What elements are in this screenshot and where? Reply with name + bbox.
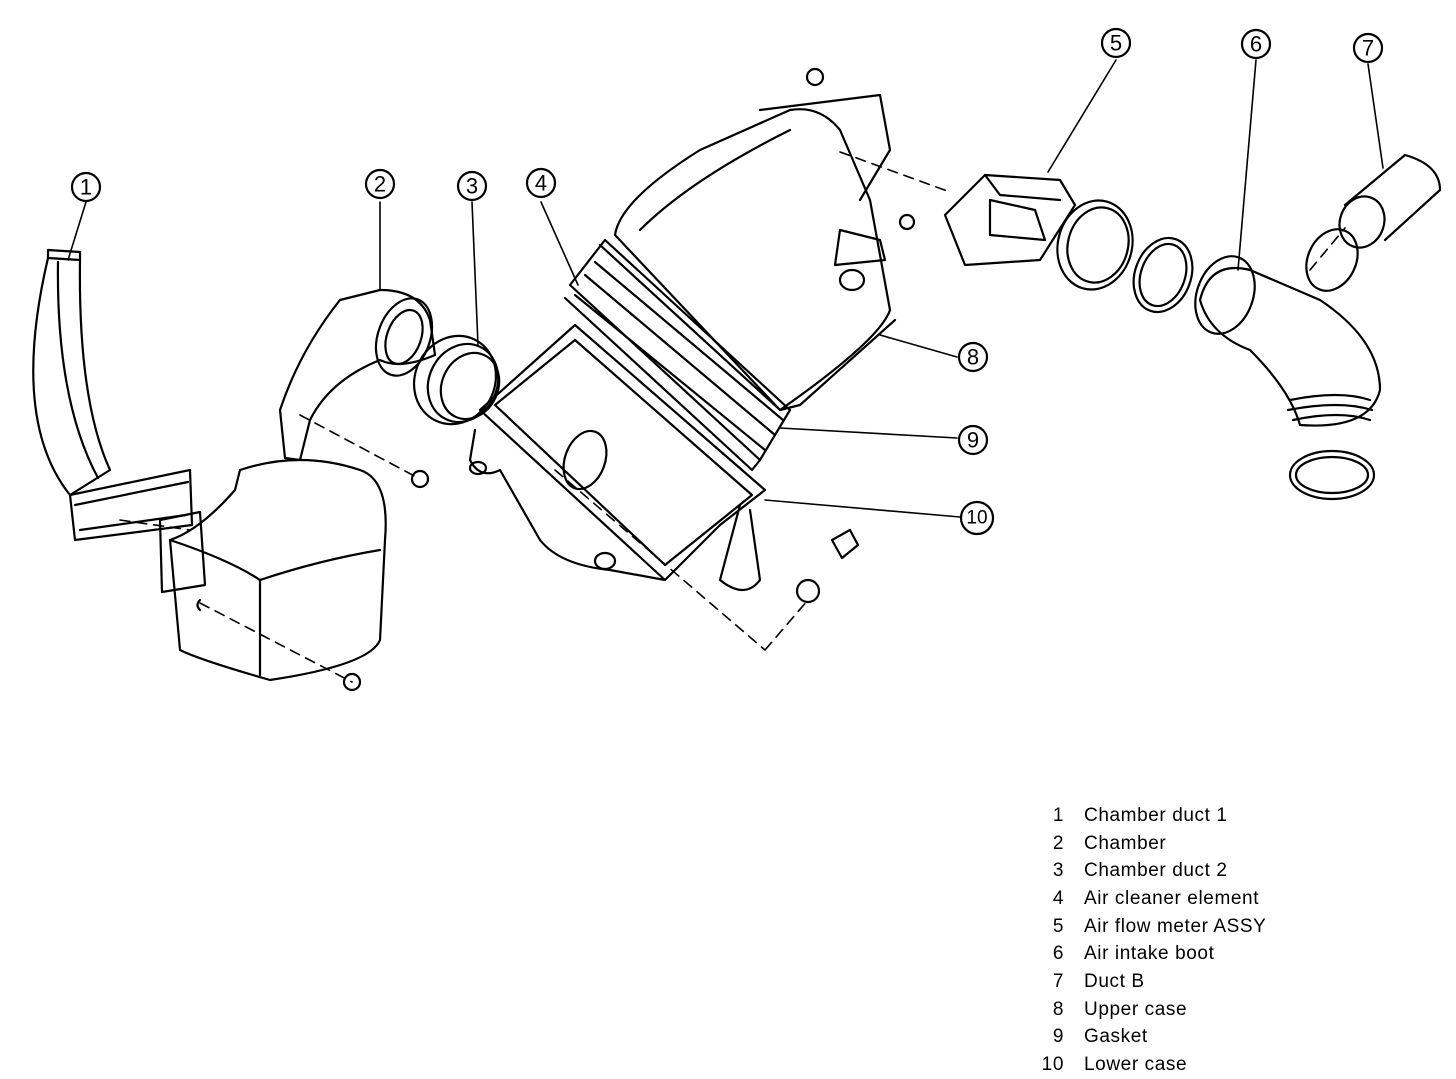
callout-8-label: 8 [967,345,979,370]
fastener-hardware [342,67,916,692]
callout-10-label: 10 [966,508,987,529]
chamber-duct-1-part [32,248,194,542]
callout-8: 8 [957,341,989,373]
parts-legend: 1 Chamber duct 1 2 Chamber 3 Chamber duc… [1036,802,1416,1079]
duct-b-part [1338,153,1442,249]
chamber-part [158,288,437,682]
callout-2-label: 2 [374,172,386,197]
assembly-guide-lines [119,151,1346,683]
legend-number: 8 [1052,998,1064,1020]
legend-item: 1 Chamber duct 1 [1036,802,1416,830]
legend-part-name: Chamber duct 2 [1084,860,1228,882]
callout-4: 4 [525,167,557,199]
callout-2: 2 [364,168,396,200]
legend-number: 5 [1052,915,1064,937]
legend-item: 6 Air intake boot [1036,940,1416,968]
legend-number: 10 [1041,1054,1064,1076]
callout-1: 1 [70,171,102,203]
boot-clamp-part [1288,228,1376,501]
legend-number: 9 [1052,1026,1064,1048]
legend-item: 9 Gasket [1036,1024,1416,1052]
callout-4-label: 4 [535,171,547,196]
callout-5: 5 [1100,27,1132,59]
chamber-duct-2-part [412,334,501,426]
callout-3: 3 [456,170,488,202]
callout-5-label: 5 [1110,31,1122,56]
callout-6-label: 6 [1250,32,1262,57]
callout-1-label: 1 [80,175,92,200]
legend-part-name: Gasket [1084,1026,1148,1048]
legend-part-name: Chamber duct 1 [1084,804,1228,826]
legend-part-name: Air cleaner element [1084,887,1260,909]
legend-item: 10 Lower case [1036,1051,1416,1079]
air-flow-meter-part [943,173,1134,291]
legend-part-name: Lower case [1084,1054,1188,1076]
callout-6: 6 [1240,28,1272,60]
legend-item: 2 Chamber [1036,830,1416,858]
legend-part-name: Air flow meter ASSY [1084,915,1267,937]
legend-item: 5 Air flow meter ASSY [1036,913,1416,941]
callout-9: 9 [957,424,989,456]
legend-number: 6 [1052,943,1064,965]
legend-item: 8 Upper case [1036,996,1416,1024]
callout-leaders [67,59,1384,518]
legend-part-name: Duct B [1084,970,1145,992]
callout-7: 7 [1352,32,1384,64]
hose-clamp-part [1132,236,1194,314]
callout-7-label: 7 [1362,36,1374,61]
legend-part-name: Upper case [1084,998,1188,1020]
legend-number: 4 [1052,887,1064,909]
air-cleaner-element-part [563,238,792,472]
legend-number: 3 [1052,860,1064,882]
legend-part-name: Chamber [1084,832,1167,854]
upper-case-part [598,93,897,412]
callout-9-label: 9 [967,428,979,453]
legend-item: 3 Chamber duct 2 [1036,857,1416,885]
legend-number: 1 [1052,804,1064,826]
lower-case-part [468,323,767,592]
legend-item: 4 Air cleaner element [1036,885,1416,913]
callout-3-label: 3 [466,174,478,199]
callout-10: 10 [959,500,995,536]
legend-number: 7 [1052,970,1064,992]
legend-number: 2 [1052,832,1064,854]
legend-part-name: Air intake boot [1084,943,1215,965]
legend-item: 7 Duct B [1036,968,1416,996]
